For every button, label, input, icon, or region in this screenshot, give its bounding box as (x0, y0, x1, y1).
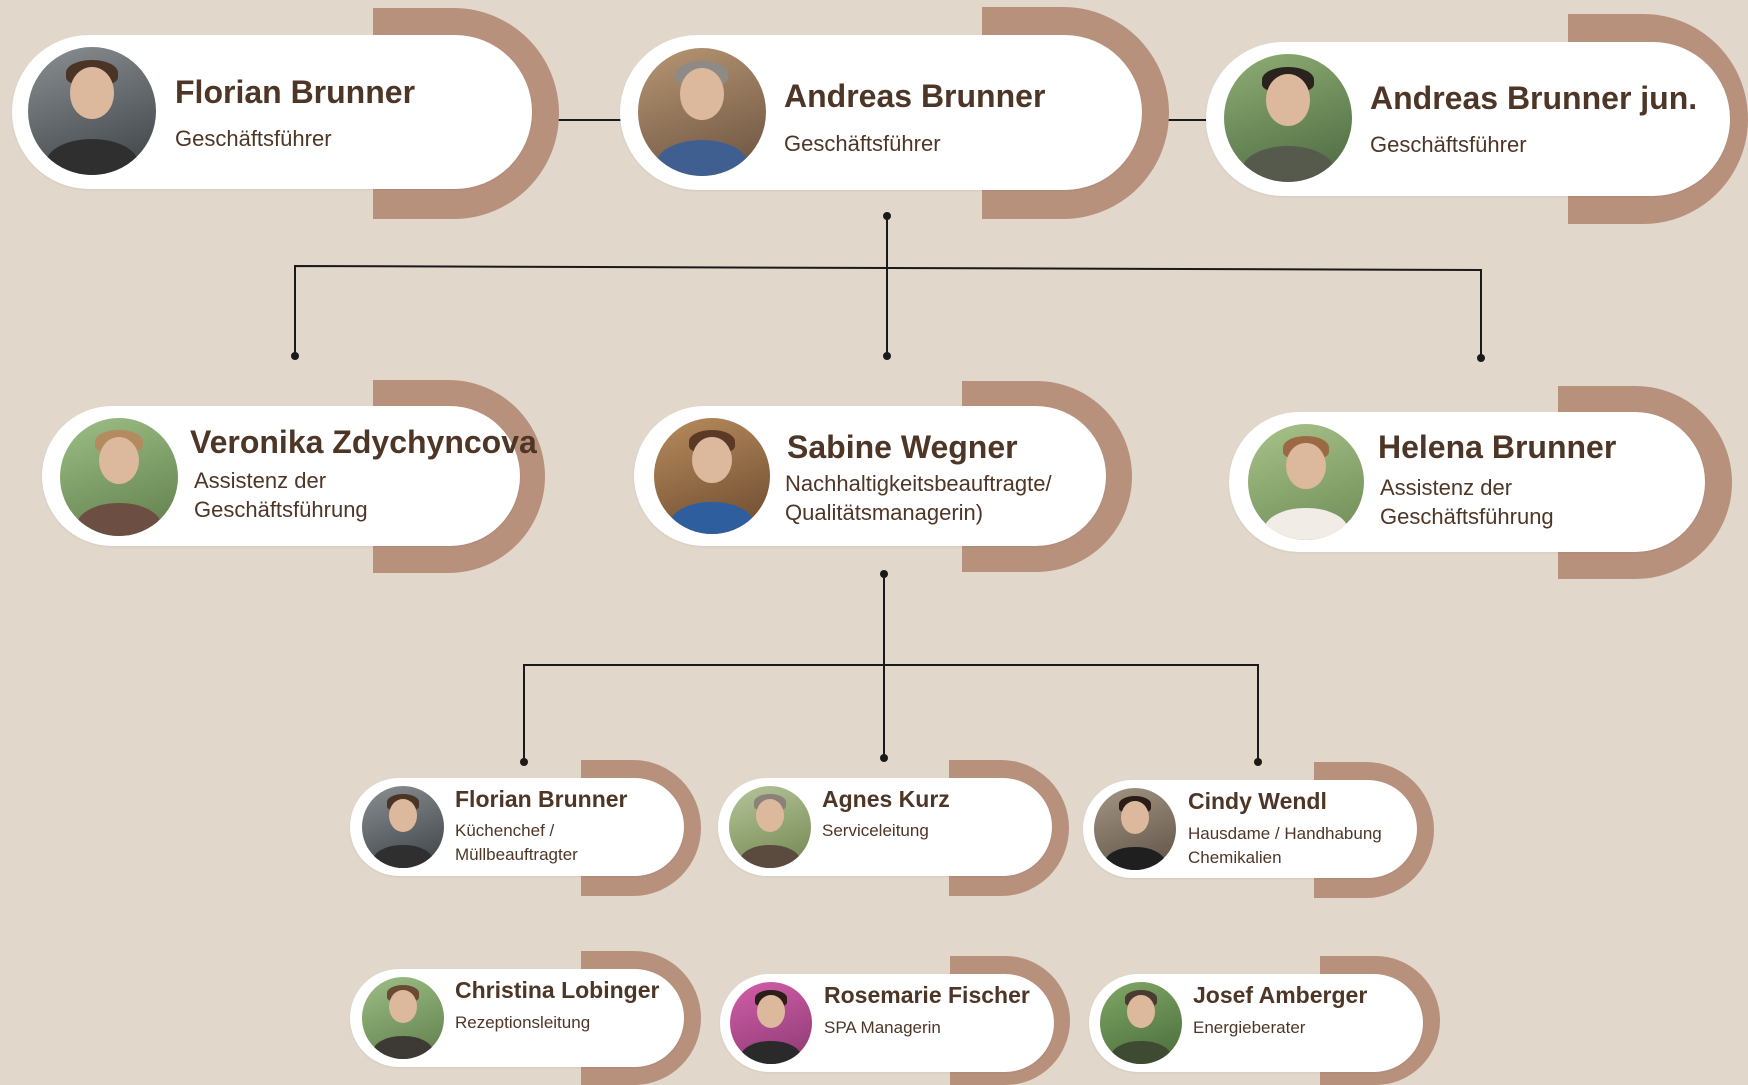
person-role: Rezeptionsleitung (455, 1013, 591, 1032)
avatar (1224, 54, 1352, 182)
person-role: Nachhaltigkeitsbeauftragte/ (785, 471, 1052, 496)
connector-dot (1477, 354, 1485, 362)
person-name: Christina Lobinger (455, 977, 660, 1003)
avatar (1100, 982, 1182, 1064)
avatar (730, 982, 812, 1064)
person-role: Serviceleitung (822, 821, 929, 840)
connector-dot (1254, 758, 1262, 766)
person-name: Josef Amberger (1193, 982, 1368, 1008)
person-role: Geschäftsführer (1370, 132, 1527, 157)
person-role: Chemikalien (1188, 848, 1282, 867)
person-role: Assistenz der (194, 468, 327, 493)
person-name: Florian Brunner (175, 74, 416, 110)
person-role: Qualitätsmanagerin) (785, 500, 984, 525)
person-name: Agnes Kurz (822, 786, 950, 812)
person-role: Geschäftsführer (175, 126, 332, 151)
connector-dot (883, 352, 891, 360)
avatar (60, 418, 178, 536)
person-role: Geschäftsführer (784, 131, 941, 156)
connector-dot (291, 352, 299, 360)
person-role: Assistenz der (1380, 475, 1513, 500)
person-name: Andreas Brunner (784, 78, 1046, 114)
person-name: Helena Brunner (1378, 429, 1617, 465)
avatar (638, 48, 766, 176)
person-role: Müllbeauftragter (455, 845, 578, 864)
avatar (362, 786, 444, 868)
avatar (362, 977, 444, 1059)
person-role: Küchenchef / (455, 821, 555, 840)
person-name: Rosemarie Fischer (824, 982, 1030, 1008)
person-name: Cindy Wendl (1188, 788, 1327, 814)
connector-dot (883, 212, 891, 220)
person-role: Geschäftsführung (194, 497, 368, 522)
person-role: Hausdame / Handhabung (1188, 824, 1382, 843)
connector-branch-row2 (294, 264, 1482, 358)
avatar (729, 786, 811, 868)
person-name: Andreas Brunner jun. (1370, 80, 1698, 116)
avatar (1094, 788, 1176, 870)
connector-dot (880, 570, 888, 578)
connector-dot (520, 758, 528, 766)
person-role: Geschäftsführung (1380, 504, 1554, 529)
person-role: Energieberater (1193, 1018, 1306, 1037)
connector-branch-row3 (523, 664, 1259, 762)
avatar (654, 418, 770, 534)
person-name: Veronika Zdychyncova (190, 424, 537, 460)
connector-dot (880, 754, 888, 762)
person-name: Sabine Wegner (787, 429, 1018, 465)
person-role: SPA Managerin (824, 1018, 941, 1037)
avatar (1248, 424, 1364, 540)
person-name: Florian Brunner (455, 786, 628, 812)
avatar (28, 47, 156, 175)
